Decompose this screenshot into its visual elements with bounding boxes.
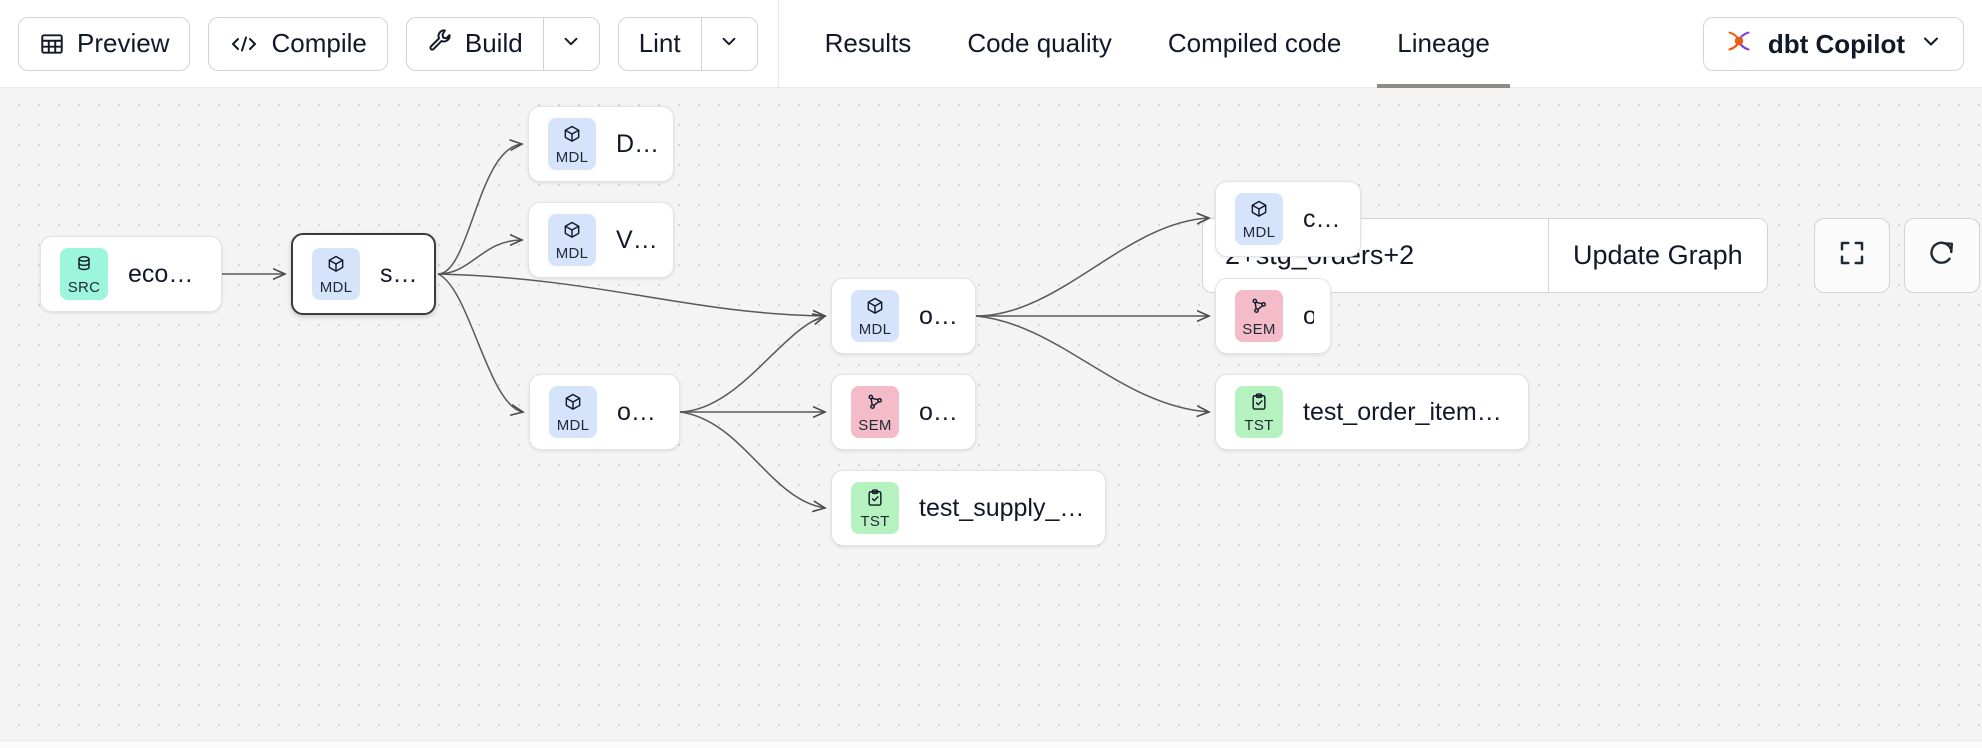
compile-button[interactable]: Compile xyxy=(208,16,388,71)
update-graph-label: Update Graph xyxy=(1573,240,1743,270)
tab-results-label: Results xyxy=(824,28,912,58)
lint-button[interactable]: Lint xyxy=(619,18,701,70)
lineage-node-label: VE_Demo xyxy=(616,225,657,254)
lint-button-label: Lint xyxy=(638,28,681,58)
toolbar-divider xyxy=(777,0,779,88)
badge-label: MDL xyxy=(555,148,589,166)
badge-label: SEM xyxy=(858,416,892,434)
node-type-badge-tst: TST xyxy=(851,482,899,534)
lineage-node-label: Demo xyxy=(616,129,657,158)
dbt-copilot-label: dbt Copilot xyxy=(1767,28,1905,59)
clipboard-check-icon xyxy=(1249,392,1269,417)
lineage-node-test-order-items[interactable]: TST test_order_items_compute_to_bools_c… xyxy=(1215,374,1529,450)
cube-icon xyxy=(1249,199,1269,224)
node-type-badge-mdl: MDL xyxy=(851,290,899,342)
lineage-canvas[interactable]: Update Graph xyxy=(0,88,1982,740)
tab-compiled-code[interactable]: Compiled code xyxy=(1140,0,1369,88)
lineage-node-customers[interactable]: MDL customers xyxy=(1215,181,1361,257)
badge-label: MDL xyxy=(319,278,353,296)
canvas-bottom-strip xyxy=(0,740,1982,748)
lineage-node-label: order_items xyxy=(617,397,663,426)
semantic-graph-icon xyxy=(865,392,885,417)
node-type-badge-sem: SEM xyxy=(1235,290,1283,342)
lineage-node-label: ecom.raw_orders xyxy=(128,259,205,288)
refresh-button[interactable] xyxy=(1903,218,1980,293)
top-toolbar: Preview Compile Build xyxy=(0,0,1982,88)
tab-code-quality-label: Code quality xyxy=(967,28,1112,58)
badge-label: TST xyxy=(860,512,890,530)
node-type-badge-mdl: MDL xyxy=(548,118,596,170)
chevron-down-icon xyxy=(718,30,740,57)
build-split-button[interactable]: Build xyxy=(405,16,600,71)
node-type-badge-sem: SEM xyxy=(851,386,899,438)
lineage-node-label: test_order_items_compute_to_bools_c… xyxy=(1303,397,1512,426)
lineage-node-label: orders xyxy=(919,301,959,330)
code-brackets-icon xyxy=(229,32,259,56)
lineage-node-orders-model[interactable]: MDL orders xyxy=(831,278,976,354)
semantic-graph-icon xyxy=(1249,296,1269,321)
tab-bar: Results Code quality Compiled code Linea… xyxy=(797,0,1518,88)
lint-dropdown-toggle[interactable] xyxy=(700,17,757,70)
dbt-copilot-icon xyxy=(1724,26,1754,63)
cube-icon xyxy=(563,392,583,417)
toolbar-action-group: Preview Compile Build xyxy=(0,0,758,88)
lineage-node-order-item-semantic[interactable]: SEM order_item xyxy=(831,374,976,450)
fullscreen-button[interactable] xyxy=(1813,218,1890,293)
lineage-node-label: orders xyxy=(1303,302,1314,331)
build-button-label: Build xyxy=(464,28,523,58)
node-type-badge-tst: TST xyxy=(1235,386,1283,438)
clipboard-check-icon xyxy=(865,488,885,513)
badge-label: SEM xyxy=(1242,320,1276,338)
chevron-down-icon xyxy=(1919,29,1943,60)
build-button[interactable]: Build xyxy=(407,18,543,70)
database-icon xyxy=(74,254,94,279)
node-type-badge-src: SRC xyxy=(60,248,108,300)
lineage-edges xyxy=(222,88,1982,740)
lineage-node-label: stg_orders xyxy=(380,259,418,288)
lineage-node-test-supply-costs[interactable]: TST test_supply_costs_sum_correctly xyxy=(831,470,1106,546)
cube-icon xyxy=(326,254,346,279)
lineage-node-label: customers xyxy=(1303,204,1344,233)
chevron-down-icon xyxy=(560,30,582,57)
lineage-node-label: order_item xyxy=(919,397,959,426)
node-type-badge-mdl: MDL xyxy=(1235,193,1283,245)
tab-lineage[interactable]: Lineage xyxy=(1369,0,1518,88)
badge-label: MDL xyxy=(555,244,589,262)
node-type-badge-mdl: MDL xyxy=(312,248,360,300)
node-type-badge-mdl: MDL xyxy=(548,214,596,266)
badge-label: MDL xyxy=(1242,223,1276,241)
lineage-node-stg-orders[interactable]: MDL stg_orders xyxy=(291,233,436,315)
lineage-node-ecom-raw-orders[interactable]: SRC ecom.raw_orders xyxy=(40,236,222,312)
tab-compiled-code-label: Compiled code xyxy=(1167,28,1342,58)
fullscreen-icon xyxy=(1837,238,1867,273)
badge-label: TST xyxy=(1244,416,1274,434)
update-graph-button[interactable]: Update Graph xyxy=(1548,219,1767,292)
table-icon xyxy=(39,31,65,57)
tab-code-quality[interactable]: Code quality xyxy=(939,0,1140,88)
lineage-node-order-items[interactable]: MDL order_items xyxy=(529,374,680,450)
lineage-node-orders-semantic[interactable]: SEM orders xyxy=(1215,278,1331,354)
badge-label: MDL xyxy=(858,320,892,338)
refresh-icon xyxy=(1927,238,1957,273)
wrench-icon xyxy=(427,27,453,60)
cube-icon xyxy=(562,220,582,245)
lineage-node-ve-demo[interactable]: MDL VE_Demo xyxy=(528,202,674,278)
lineage-node-demo[interactable]: MDL Demo xyxy=(528,106,674,182)
preview-button[interactable]: Preview xyxy=(18,16,191,71)
dbt-copilot-button[interactable]: dbt Copilot xyxy=(1702,17,1964,71)
cube-icon xyxy=(562,124,582,149)
tab-results[interactable]: Results xyxy=(797,0,940,88)
compile-button-label: Compile xyxy=(271,28,367,58)
cube-icon xyxy=(865,296,885,321)
badge-label: MDL xyxy=(556,416,590,434)
preview-button-label: Preview xyxy=(77,28,170,58)
lineage-node-label: test_supply_costs_sum_correctly xyxy=(919,493,1089,522)
node-type-badge-mdl: MDL xyxy=(549,386,597,438)
lint-split-button[interactable]: Lint xyxy=(617,16,758,71)
tab-lineage-label: Lineage xyxy=(1397,28,1490,58)
build-dropdown-toggle[interactable] xyxy=(542,17,599,70)
badge-label: SRC xyxy=(67,278,101,296)
